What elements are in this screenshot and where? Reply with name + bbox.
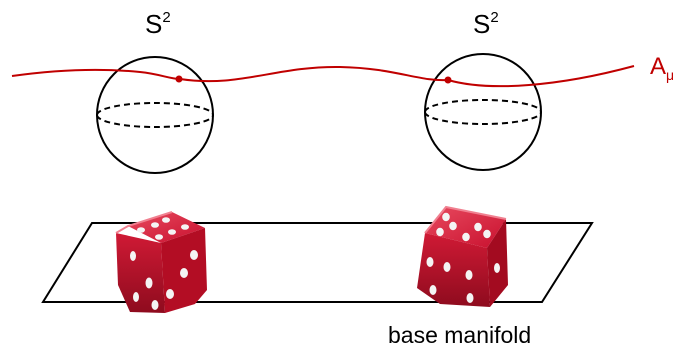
die-right-pips: [166, 250, 198, 299]
die-left: [115, 211, 207, 313]
sphere-equator-front: [96, 114, 214, 128]
sphere-right-label: S2: [473, 9, 499, 39]
sphere-left-label: S2: [145, 9, 171, 39]
die-edge-highlight: [424, 205, 507, 234]
die-right: [417, 205, 508, 307]
die-top-face: [128, 212, 205, 243]
die-left-face: [116, 233, 165, 313]
section-point-right: [444, 76, 452, 84]
sphere-icon: [424, 53, 542, 171]
base-manifold-plane: [41, 222, 594, 303]
connection-curve: [11, 65, 635, 88]
die-right-pips: [494, 263, 500, 273]
sphere-equator-back: [96, 102, 214, 116]
sphere-equator-front: [424, 111, 542, 125]
section-point-left: [175, 75, 183, 83]
sphere-left: [96, 56, 214, 174]
connection-label: Aμ: [650, 53, 674, 83]
die-edge-highlight: [115, 211, 173, 234]
die-left-pips: [130, 251, 159, 310]
die-left-pips: [426, 257, 474, 303]
die-icon: [115, 211, 207, 313]
die-top-pips: [137, 217, 189, 240]
sphere-right: [424, 53, 542, 171]
sphere-equator-back: [424, 99, 542, 113]
die-top-pips: [436, 212, 491, 242]
die-right-face: [487, 219, 508, 307]
base-manifold-label: base manifold: [388, 322, 531, 348]
